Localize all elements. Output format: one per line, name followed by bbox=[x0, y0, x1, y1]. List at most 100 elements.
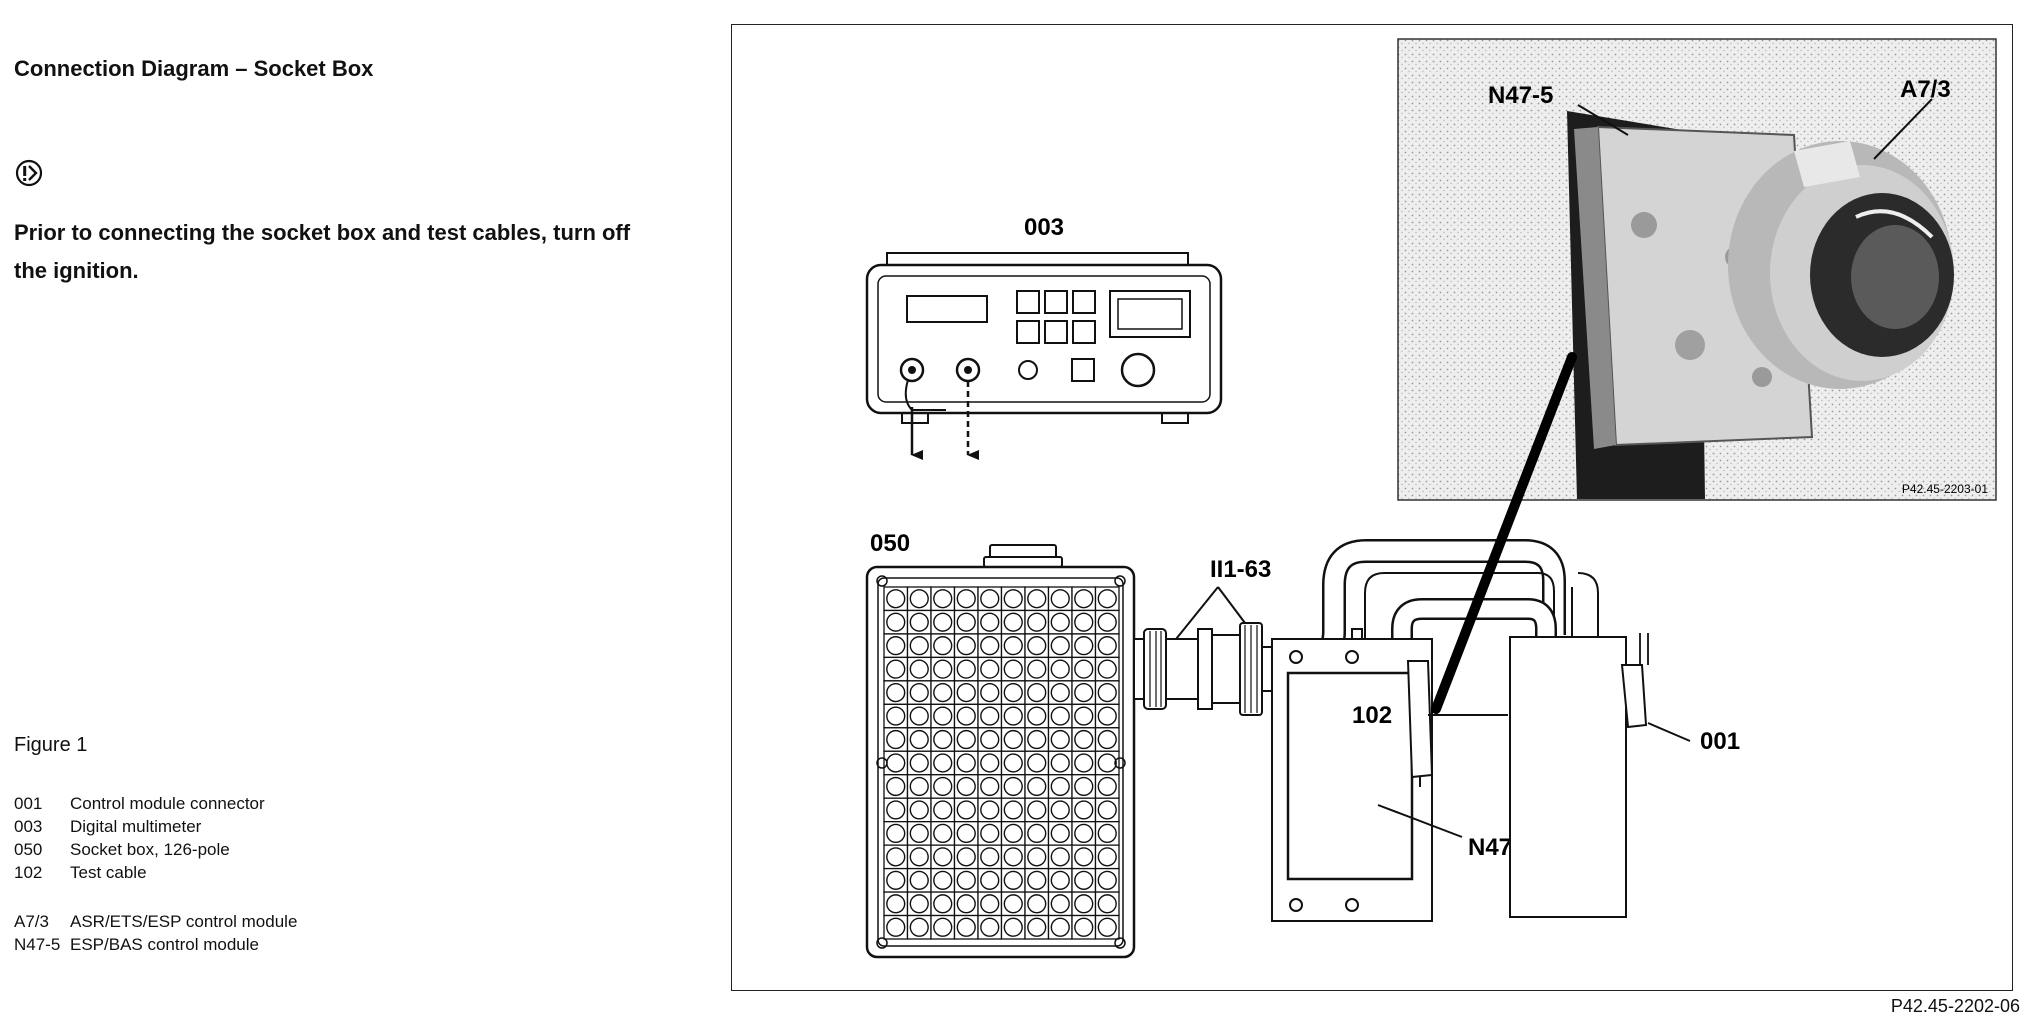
socket-pin bbox=[886, 612, 906, 632]
socket-pin bbox=[1050, 894, 1070, 914]
multimeter-label: 003 bbox=[1024, 214, 1064, 241]
socket-pin bbox=[956, 659, 976, 679]
socket-pin bbox=[886, 682, 906, 703]
socket-pin bbox=[956, 682, 976, 703]
socket-pin bbox=[886, 636, 906, 656]
socket-pin bbox=[933, 800, 953, 820]
socket-pin bbox=[886, 847, 906, 867]
socket-pin bbox=[1027, 682, 1047, 703]
socket-pin bbox=[956, 894, 976, 914]
digital-multimeter: 003 bbox=[865, 214, 1223, 460]
socket-pin bbox=[1074, 682, 1094, 703]
legend-code: A7/3 bbox=[14, 912, 49, 931]
socket-pin bbox=[886, 917, 906, 937]
socket-pin bbox=[933, 589, 953, 609]
legend-item: 001 Control module connector bbox=[14, 792, 297, 815]
reference-id: P42.45-2202-06 bbox=[1890, 996, 2020, 1016]
socket-pin bbox=[1003, 753, 1023, 773]
legend-text: ASR/ETS/ESP control module bbox=[70, 912, 298, 931]
n47-5-module-leader bbox=[1377, 804, 1463, 838]
legend-code: N47-5 bbox=[14, 935, 61, 954]
socket-pin bbox=[956, 753, 976, 773]
socket-pin bbox=[980, 729, 1000, 750]
socket-pin bbox=[886, 776, 906, 797]
socket-pin bbox=[1097, 659, 1117, 679]
socket-pin bbox=[980, 847, 1000, 867]
socket-pin bbox=[1027, 823, 1047, 844]
socket-pin bbox=[956, 612, 976, 632]
socket-pin bbox=[909, 589, 929, 609]
socket-pin bbox=[933, 753, 953, 773]
socket-pin bbox=[933, 917, 953, 937]
socket-pin bbox=[1097, 753, 1117, 773]
socket-pin bbox=[956, 823, 976, 844]
socket-pin bbox=[980, 682, 1000, 703]
legend: 001 Control module connector 003 Digital… bbox=[14, 792, 297, 956]
socket-pin bbox=[980, 823, 1000, 844]
socket-pin bbox=[933, 729, 953, 750]
socket-pin bbox=[886, 894, 906, 914]
legend-item: 050 Socket box, 126-pole bbox=[14, 838, 297, 861]
connector-label: 001 bbox=[1700, 728, 1740, 755]
socket-pin bbox=[1003, 636, 1023, 656]
socket-pin bbox=[1027, 729, 1047, 750]
socket-pin bbox=[933, 776, 953, 797]
socket-pin bbox=[909, 636, 929, 656]
socket-pin bbox=[1050, 753, 1070, 773]
socket-pin bbox=[1003, 800, 1023, 820]
a7-3-label: A7/3 bbox=[1900, 76, 1951, 103]
socket-box-label: 050 bbox=[870, 530, 910, 557]
socket-pin bbox=[1050, 706, 1070, 726]
socket-pin bbox=[1027, 870, 1047, 890]
socket-pin bbox=[909, 917, 929, 937]
socket-pin bbox=[909, 800, 929, 820]
socket-pin bbox=[933, 612, 953, 632]
socket-pin bbox=[886, 870, 906, 890]
socket-pin bbox=[980, 706, 1000, 726]
socket-pin bbox=[1027, 776, 1047, 797]
n47-5-module: N47-5 bbox=[1271, 638, 1533, 922]
socket-pin bbox=[1027, 589, 1047, 609]
socket-pin bbox=[980, 894, 1000, 914]
socket-pin bbox=[1003, 659, 1023, 679]
n47-5-photo-label: N47-5 bbox=[1488, 82, 1553, 109]
socket-pin bbox=[1050, 659, 1070, 679]
socket-pin bbox=[1097, 682, 1117, 703]
test-cable-label: 102 bbox=[1352, 702, 1392, 729]
socket-pin bbox=[1050, 870, 1070, 890]
socket-pin bbox=[980, 800, 1000, 820]
legend-text: ESP/BAS control module bbox=[70, 935, 259, 954]
socket-pin bbox=[1050, 917, 1070, 937]
socket-pin bbox=[1050, 589, 1070, 609]
socket-pin bbox=[1003, 682, 1023, 703]
socket-pin bbox=[1074, 706, 1094, 726]
socket-pin bbox=[886, 800, 906, 820]
connector-leader bbox=[1647, 722, 1691, 742]
socket-box: 050 bbox=[865, 530, 1136, 959]
n47-5-photo-leader bbox=[1577, 104, 1629, 136]
socket-pin bbox=[1027, 847, 1047, 867]
legend-text: Test cable bbox=[70, 863, 147, 882]
socket-pin bbox=[1097, 729, 1117, 750]
socket-pin bbox=[909, 682, 929, 703]
socket-pin bbox=[1027, 917, 1047, 937]
socket-pin bbox=[909, 706, 929, 726]
adapter-connector: II1-63 bbox=[1133, 556, 1307, 716]
socket-pin bbox=[909, 612, 929, 632]
photo-ref-label: P42.45-2203-01 bbox=[1902, 482, 1988, 496]
socket-pin bbox=[933, 706, 953, 726]
socket-pin bbox=[1027, 753, 1047, 773]
socket-pin bbox=[1003, 917, 1023, 937]
legend-text: Digital multimeter bbox=[70, 817, 202, 836]
socket-pin bbox=[980, 870, 1000, 890]
socket-pin bbox=[980, 589, 1000, 609]
socket-pin bbox=[1050, 776, 1070, 797]
socket-pin bbox=[909, 894, 929, 914]
socket-pin bbox=[933, 682, 953, 703]
socket-pin bbox=[1050, 847, 1070, 867]
socket-pin bbox=[956, 636, 976, 656]
socket-pin bbox=[1003, 729, 1023, 750]
socket-pin bbox=[1074, 894, 1094, 914]
socket-pin bbox=[1003, 847, 1023, 867]
photo-panel: N47-5 A7/3 P42.45-2203-01 bbox=[1397, 38, 1997, 501]
